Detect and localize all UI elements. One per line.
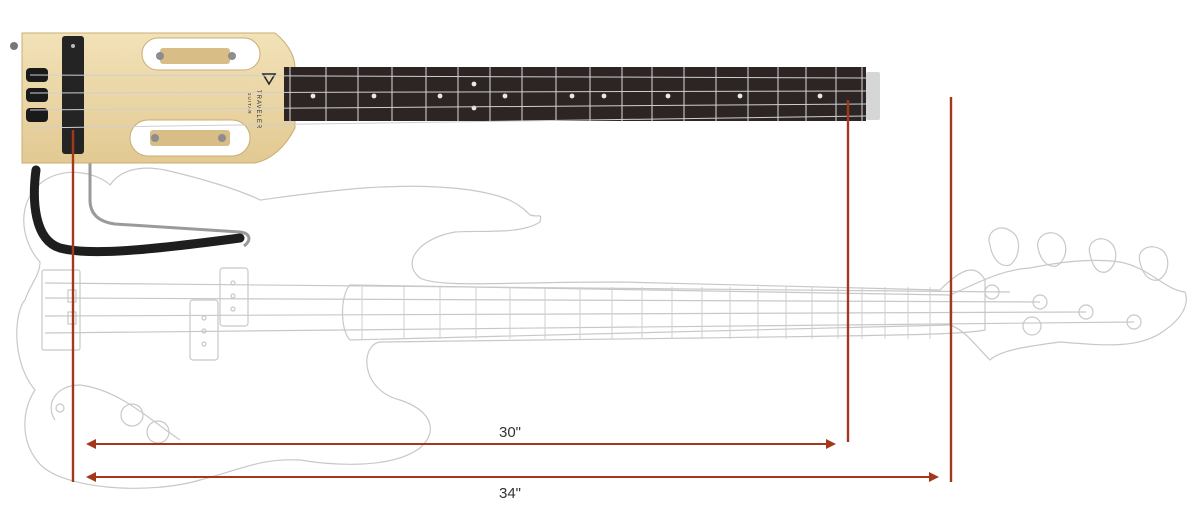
traveler-inlay-dot: [471, 81, 477, 87]
traveler-strings: [29, 74, 867, 129]
traveler-fretboard: [284, 67, 866, 121]
standard-bass-outline: [16, 167, 1187, 489]
standard-bass-bridge: [41, 269, 81, 351]
traveler-bass: TRAVELER GUITAR: [10, 32, 880, 257]
standard-bass-frets: [361, 287, 931, 339]
traveler-bridge: [62, 36, 84, 154]
traveler-inlay-dot: [817, 93, 823, 99]
traveler-inlay-dot: [371, 93, 377, 99]
traveler-logo: TRAVELER GUITAR: [247, 73, 277, 129]
standard-bass-neck: [341, 284, 951, 341]
traveler-logo-mark: [261, 73, 277, 86]
traveler-inlay-dot: [665, 93, 671, 99]
traveler-cable: [29, 165, 245, 257]
traveler-headpiece: [866, 72, 880, 120]
scale-measurements: 30" 34": [71, 97, 953, 502]
standard-bass-pickup: [219, 267, 249, 327]
brand-sub: GUITAR: [247, 92, 252, 115]
standard-bass-headstock: [949, 259, 1187, 361]
standard-bass-body: [16, 167, 986, 489]
traveler-inlay-dot: [437, 93, 443, 99]
traveler-leg-rest: [88, 145, 251, 248]
brand-name: TRAVELER: [255, 90, 261, 129]
measure-30-label: 30": [499, 424, 521, 441]
measure-34-label: 34": [499, 485, 521, 502]
traveler-inlay-dot: [502, 93, 508, 99]
traveler-inlay-dot: [737, 93, 743, 99]
traveler-inlay-dot: [310, 93, 316, 99]
traveler-inlay-dot: [569, 93, 575, 99]
traveler-inlay-dot: [601, 93, 607, 99]
